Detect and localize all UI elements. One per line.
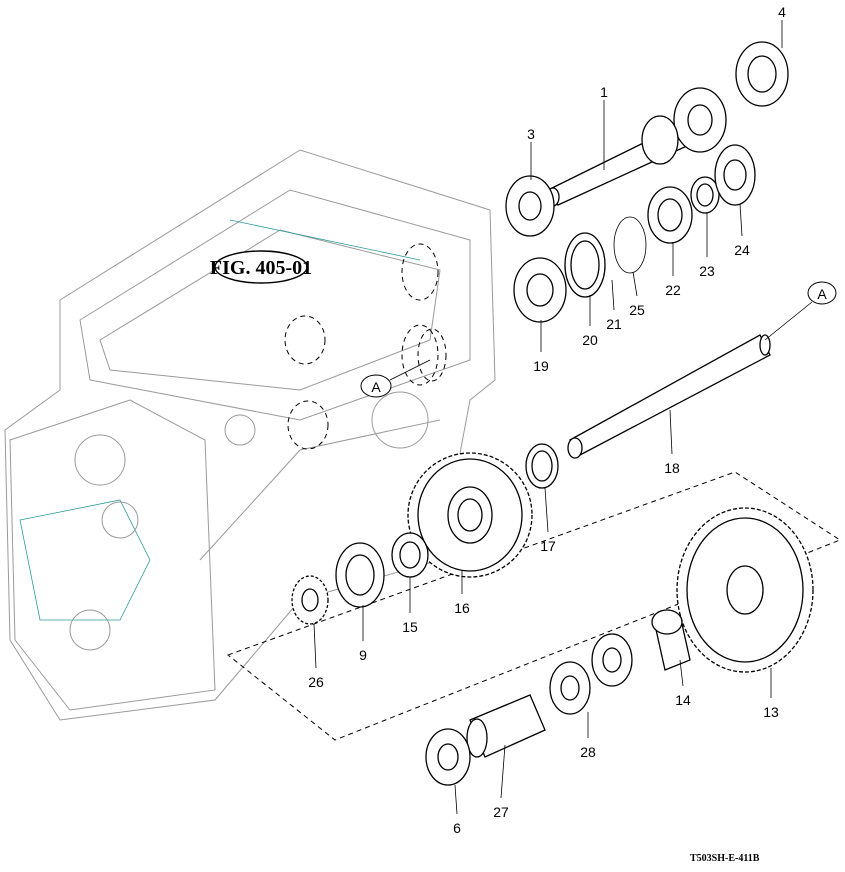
drawing-code: T503SH-E-411B bbox=[690, 853, 760, 864]
callout-17: 17 bbox=[540, 538, 556, 554]
callout-14: 14 bbox=[675, 692, 691, 708]
part-17-washer[interactable] bbox=[525, 443, 559, 489]
callout-18: 18 bbox=[664, 460, 680, 476]
callout-27: 27 bbox=[493, 804, 509, 820]
part-18-shaft[interactable] bbox=[567, 334, 771, 459]
part-9-sleeve[interactable] bbox=[335, 542, 385, 608]
callout-19: 19 bbox=[533, 358, 549, 374]
callout-6: 6 bbox=[453, 820, 461, 836]
part-25-snap-ring[interactable] bbox=[613, 216, 647, 274]
callout-22: 22 bbox=[665, 282, 681, 298]
callout-21: 21 bbox=[606, 316, 622, 332]
transmission-housing bbox=[4, 149, 496, 721]
callout-24: 24 bbox=[734, 242, 750, 258]
svg-text:A: A bbox=[817, 286, 827, 302]
part-15-needle-bearing[interactable] bbox=[391, 532, 429, 578]
svg-text:A: A bbox=[371, 379, 381, 395]
callout-16: 16 bbox=[454, 600, 470, 616]
part-3-bearing[interactable] bbox=[505, 175, 555, 237]
view-marker-a-right: A bbox=[764, 281, 837, 341]
callout-1: 1 bbox=[600, 84, 608, 100]
svg-text:FIG. 405-01: FIG. 405-01 bbox=[210, 257, 312, 279]
callout-3: 3 bbox=[527, 126, 535, 142]
part-13-gear[interactable] bbox=[676, 507, 814, 673]
part-4-bearing[interactable] bbox=[735, 41, 789, 107]
callout-28: 28 bbox=[580, 744, 596, 760]
callout-23: 23 bbox=[699, 263, 715, 279]
callout-13: 13 bbox=[763, 704, 779, 720]
part-1-input-shaft[interactable] bbox=[546, 87, 727, 207]
view-marker-a-left: A bbox=[360, 359, 431, 398]
part-14-bushing[interactable] bbox=[651, 609, 691, 671]
part-23-collar[interactable] bbox=[690, 176, 720, 214]
part-16-gear[interactable] bbox=[407, 452, 533, 578]
callout-4: 4 bbox=[778, 4, 786, 20]
part-28-bearing[interactable] bbox=[549, 633, 633, 715]
figure-reference-badge[interactable]: FIG. 405-01 bbox=[210, 250, 312, 284]
part-22-spacer[interactable] bbox=[647, 186, 693, 244]
assembly-boundary bbox=[226, 471, 842, 741]
callout-9: 9 bbox=[359, 647, 367, 663]
callout-20: 20 bbox=[582, 332, 598, 348]
callout-26: 26 bbox=[308, 674, 324, 690]
leader-lines bbox=[313, 20, 783, 815]
part-6-bearing[interactable] bbox=[425, 728, 471, 786]
part-27-pin[interactable] bbox=[466, 694, 546, 758]
part-19-bearing[interactable] bbox=[513, 257, 567, 323]
part-24-plate[interactable] bbox=[714, 144, 756, 206]
part-20-ring[interactable] bbox=[564, 232, 606, 298]
callout-25: 25 bbox=[629, 302, 645, 318]
part-26-hub[interactable] bbox=[291, 575, 329, 625]
callout-15: 15 bbox=[402, 619, 418, 635]
